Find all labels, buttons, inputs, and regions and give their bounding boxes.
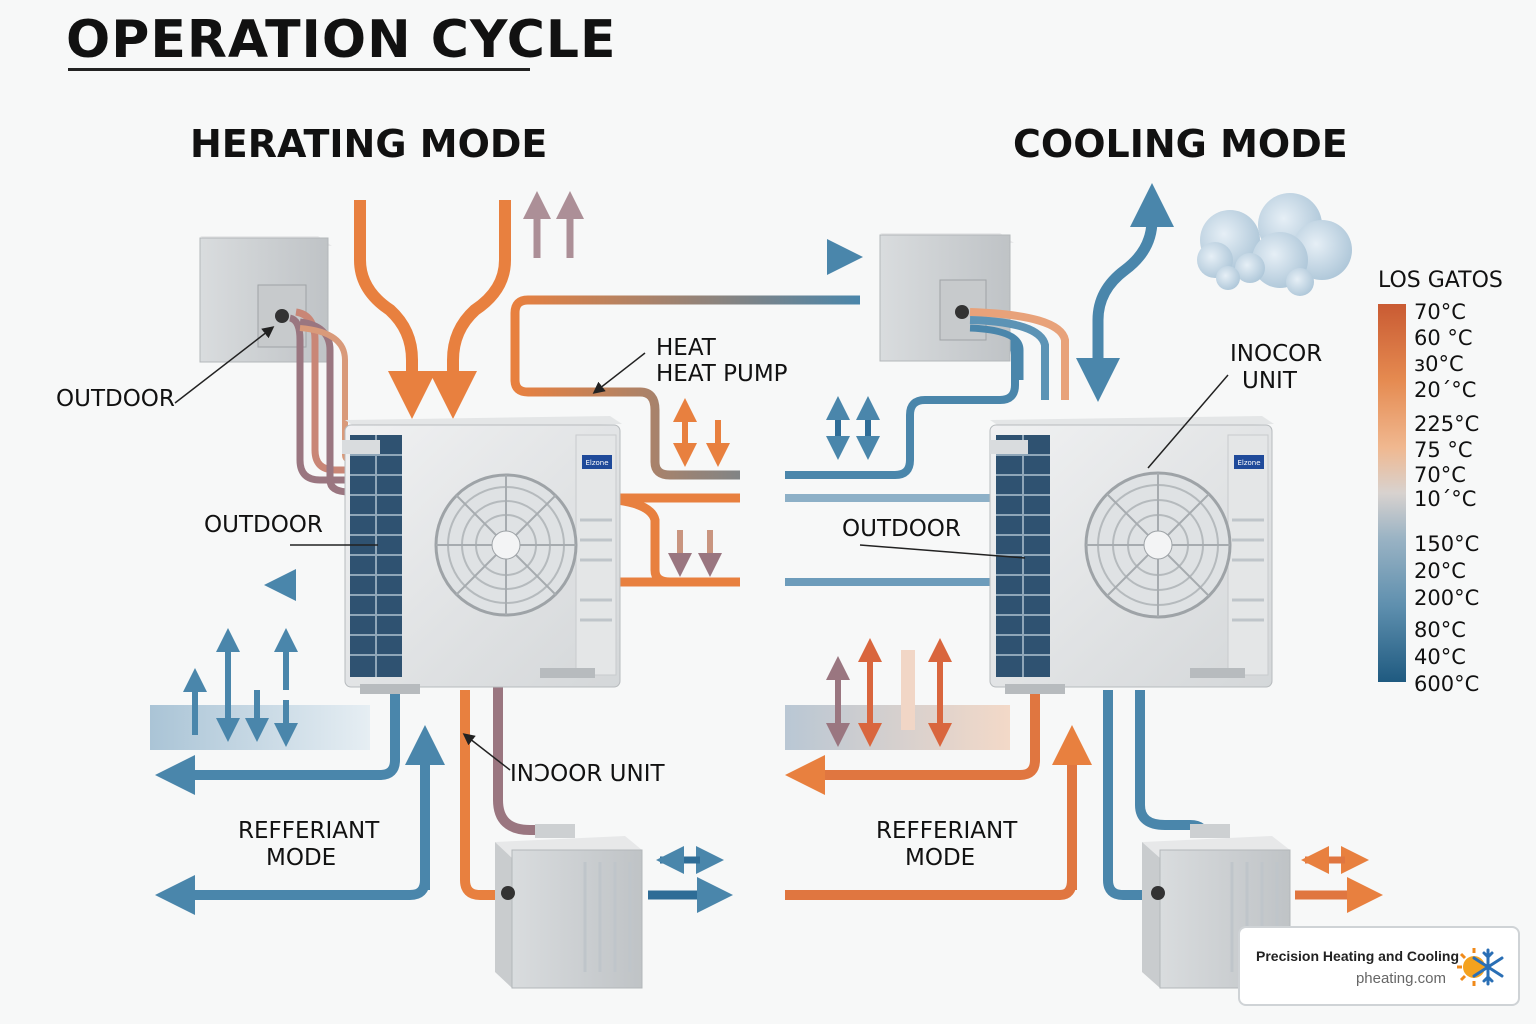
heating-indoor-box — [495, 824, 643, 989]
company-badge[interactable]: Precision Heating and Cooling pheating.c… — [1238, 926, 1520, 1006]
heating-indoor-unit-label: INƆOOR UNIT — [510, 761, 665, 787]
cooling-refrigerant-label-line1: REFFERIANT — [876, 818, 1018, 844]
cooling-wall-box — [879, 233, 1014, 362]
cooling-indoor-unit-label-line1: INOCOR — [1230, 341, 1323, 367]
legend-value: 60 °C — [1414, 326, 1473, 350]
legend-title: LOS GATOS — [1378, 268, 1503, 293]
company-name: Precision Heating and Cooling — [1256, 948, 1460, 964]
cooling-mode-title: COOLING MODE — [1013, 122, 1348, 166]
cooling-indoor-unit-label-line2: UNIT — [1242, 368, 1297, 394]
legend-value: 600°C — [1414, 672, 1480, 696]
legend-value: 40°C — [1414, 645, 1466, 669]
heating-outdoor-top-label: OUTDOOR — [56, 386, 175, 412]
heat-pump-label-line2: HEAT PUMP — [656, 361, 788, 387]
heat-pump-label-line1: HEAT — [656, 335, 716, 361]
legend-value: 20´°C — [1414, 378, 1477, 402]
temperature-color-scale — [1378, 304, 1406, 682]
cooling-ground-band — [785, 705, 1010, 750]
legend-value: 150°C — [1414, 532, 1480, 556]
cloud-icon — [1197, 193, 1352, 296]
heating-refrigerant-label-line2: MODE — [266, 845, 337, 871]
cooling-ground-arrows — [826, 638, 952, 747]
heating-outdoor-unit: Elzone — [342, 416, 622, 694]
heating-mode-title: HERATING MODE — [190, 122, 548, 166]
legend-value: ɜ0°C — [1414, 352, 1464, 376]
heating-fan-hub — [491, 530, 521, 560]
page-title: OPERATION CYCLE — [66, 10, 617, 70]
legend-value: 80°C — [1414, 618, 1466, 642]
legend-value: 200°C — [1414, 586, 1480, 610]
cooling-brand-badge — [1234, 455, 1264, 469]
legend-value: 10´°C — [1414, 487, 1477, 511]
heating-ground-arrows — [183, 628, 298, 747]
heating-refrigerant-label-line1: REFFERIANT — [238, 818, 380, 844]
heating-brand-label: Elzone — [585, 459, 608, 467]
heating-brand-badge — [582, 455, 612, 469]
heating-outdoor-mid-label: OUTDOOR — [204, 512, 323, 538]
cooling-outdoor-label: OUTDOOR — [842, 516, 961, 542]
company-url[interactable]: pheating.com — [1355, 970, 1446, 987]
legend-value: 225°C — [1414, 412, 1480, 436]
sun-snowflake-icon — [1457, 948, 1504, 986]
cooling-wall-pipes — [969, 308, 1069, 400]
title-underline — [68, 68, 530, 71]
legend-value: 70°C — [1414, 463, 1466, 487]
legend-value: 70°C — [1414, 300, 1466, 324]
cooling-brand-label: Elzone — [1237, 459, 1260, 467]
legend-value: 20°C — [1414, 559, 1466, 583]
cooling-fan-hub — [1143, 530, 1173, 560]
cooling-refrigerant-label-line2: MODE — [905, 845, 976, 871]
cooling-outdoor-unit: Elzone — [989, 416, 1274, 694]
leader-lines — [174, 326, 1229, 771]
legend-value: 75 °C — [1414, 438, 1473, 462]
